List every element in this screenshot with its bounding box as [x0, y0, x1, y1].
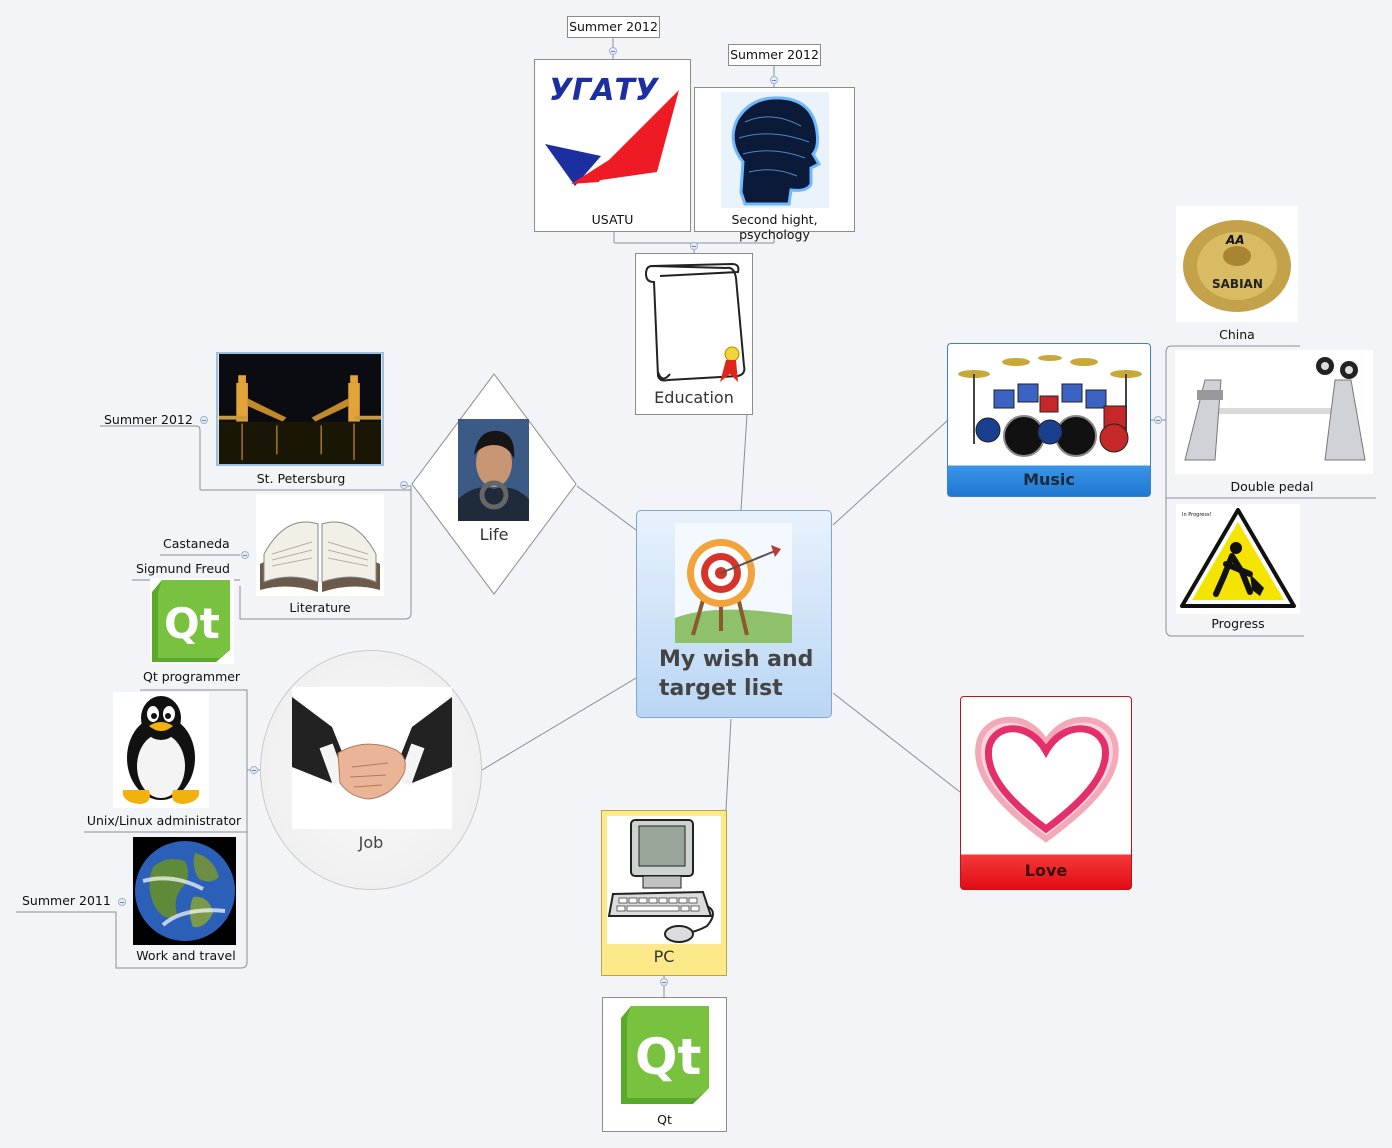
- psychology-topic[interactable]: Second hight, psychology: [694, 87, 855, 232]
- spb-date-label: Summer 2012: [104, 412, 193, 427]
- heart-icon: [967, 703, 1125, 853]
- usatu-date-label: Summer 2012: [567, 16, 660, 38]
- qt-logo-icon: Qt: [150, 578, 234, 664]
- life-topic[interactable]: Life: [411, 373, 577, 595]
- china-label: China: [1176, 327, 1298, 342]
- svg-text:SABIAN: SABIAN: [1212, 277, 1263, 291]
- earth-globe-icon: [133, 837, 236, 945]
- bridge-night-icon: [216, 352, 384, 466]
- qt-logo-text: Qt: [635, 1028, 701, 1086]
- psychology-collapse-toggle[interactable]: [770, 76, 778, 84]
- qt-programmer-label: Qt programmer: [143, 669, 240, 684]
- target-icon: [675, 523, 792, 643]
- qt-logo-icon: Qt: [617, 1002, 713, 1108]
- work-travel-label: Work and travel: [130, 948, 242, 963]
- job-label: Job: [261, 833, 481, 852]
- qt-topic[interactable]: Qt Qt: [602, 997, 727, 1132]
- unix-topic[interactable]: Unix/Linux administrator: [84, 692, 244, 832]
- cymbal-icon: AA SABIAN: [1176, 206, 1298, 322]
- usatu-logo-icon: УГАТУ: [539, 64, 686, 212]
- pc-topic[interactable]: PC: [601, 810, 727, 976]
- life-label: Life: [411, 525, 577, 544]
- drum-kit-icon: [954, 350, 1144, 464]
- music-collapse-toggle[interactable]: [1154, 416, 1162, 424]
- education-label: Education: [636, 388, 752, 407]
- love-label: Love: [961, 861, 1131, 880]
- double-pedal-label: Double pedal: [1172, 479, 1372, 494]
- qt-programmer-topic[interactable]: Qt Qt programmer: [140, 578, 240, 688]
- double-pedal-topic[interactable]: Double pedal: [1172, 350, 1372, 496]
- diploma-scroll-icon: [640, 258, 748, 384]
- literature-collapse-toggle[interactable]: [241, 551, 249, 559]
- progress-label: Progress: [1176, 616, 1300, 631]
- central-topic[interactable]: My wish and target list: [636, 510, 832, 718]
- literature-topic[interactable]: Literature: [250, 494, 390, 616]
- literature-label: Literature: [250, 600, 390, 615]
- life-collapse-toggle[interactable]: [400, 481, 408, 489]
- music-label: Music: [948, 470, 1150, 489]
- usatu-logo-text: УГАТУ: [549, 73, 660, 108]
- work-travel-collapse-toggle[interactable]: [118, 898, 126, 906]
- love-topic[interactable]: Love: [960, 696, 1132, 890]
- usatu-label: USATU: [535, 212, 690, 227]
- computer-icon: [607, 816, 721, 944]
- job-collapse-toggle[interactable]: [250, 766, 258, 774]
- progress-sign-text: In Progress!: [1182, 512, 1212, 518]
- literature-item-castaneda[interactable]: Castaneda: [163, 536, 230, 551]
- open-book-icon: [256, 494, 384, 596]
- spb-label: St. Petersburg: [212, 471, 390, 486]
- education-topic[interactable]: Education: [635, 253, 753, 415]
- pc-collapse-toggle[interactable]: [660, 978, 668, 986]
- usatu-topic[interactable]: УГАТУ USATU: [534, 59, 691, 232]
- tux-penguin-icon: [113, 692, 209, 808]
- spb-topic[interactable]: St. Petersburg: [212, 350, 390, 488]
- svg-text:AA: AA: [1225, 233, 1245, 247]
- pc-label: PC: [602, 947, 726, 966]
- psychology-label: Second hight, psychology: [695, 212, 854, 242]
- qt-programmer-logo-text: Qt: [164, 599, 220, 648]
- china-topic[interactable]: AA SABIAN China: [1176, 206, 1298, 346]
- literature-item-freud[interactable]: Sigmund Freud: [136, 561, 230, 576]
- double-pedal-icon: [1175, 350, 1373, 474]
- psychology-date-label: Summer 2012: [728, 44, 821, 66]
- brain-head-icon: [721, 92, 829, 208]
- work-travel-topic[interactable]: Work and travel: [130, 836, 242, 966]
- central-topic-title: My wish and target list: [659, 645, 819, 703]
- progress-topic[interactable]: In Progress! Progress: [1176, 504, 1300, 634]
- music-topic[interactable]: Music: [947, 343, 1151, 497]
- work-travel-date-label: Summer 2011: [22, 893, 111, 908]
- education-collapse-toggle[interactable]: [690, 242, 698, 250]
- usatu-collapse-toggle[interactable]: [609, 47, 617, 55]
- handshake-icon: [292, 687, 452, 829]
- unix-label: Unix/Linux administrator: [84, 813, 244, 828]
- spb-collapse-toggle[interactable]: [200, 416, 208, 424]
- job-topic[interactable]: Job: [260, 650, 482, 890]
- qt-label: Qt: [603, 1112, 726, 1127]
- work-in-progress-icon: In Progress!: [1176, 504, 1300, 614]
- portrait-icon: [458, 419, 529, 521]
